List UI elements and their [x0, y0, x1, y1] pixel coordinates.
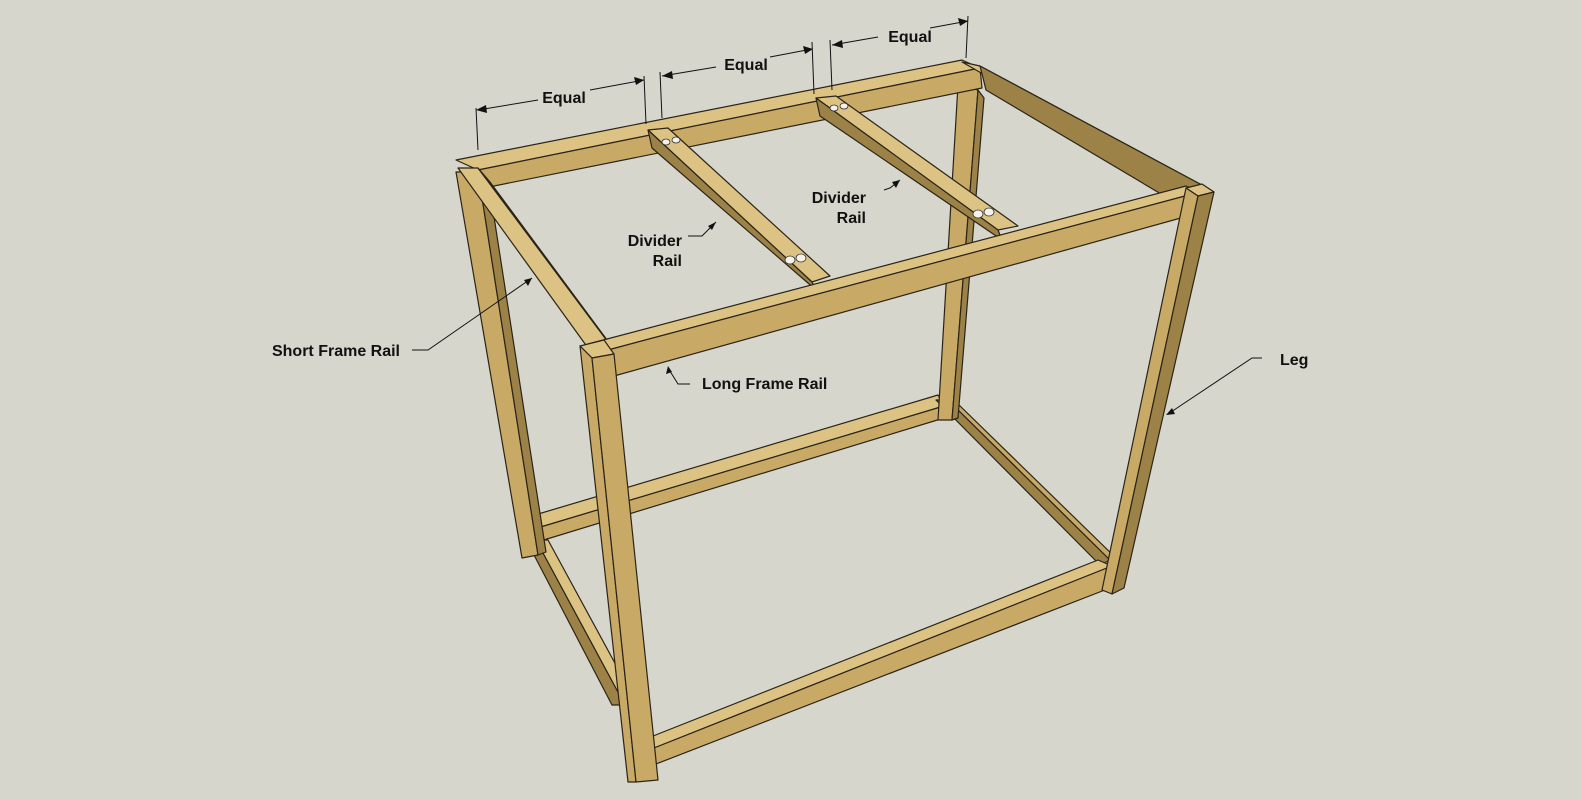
- back-bottom-long-rail: [517, 394, 945, 547]
- long-frame-rail-label: Long Frame Rail: [702, 376, 827, 393]
- divider-rail-left-label-line1: Divider: [628, 233, 682, 250]
- equal-label-1: Equal: [542, 90, 586, 107]
- equal-label-3: Equal: [888, 29, 932, 46]
- divider-rail-left: [647, 127, 831, 291]
- leg: [1101, 183, 1215, 595]
- front-left-leg: [579, 339, 659, 783]
- dimension-lines: [475, 15, 969, 151]
- divider-rail-right-label-line2: Rail: [837, 210, 866, 227]
- divider-rail-right: [815, 95, 1019, 241]
- equal-label-2: Equal: [724, 57, 768, 74]
- leg-label: Leg: [1280, 352, 1308, 369]
- right-short-frame-rail: [961, 61, 1201, 211]
- front-bottom-long-rail: [647, 559, 1113, 765]
- divider-rail-right-label-line1: Divider: [812, 190, 866, 207]
- back-left-leg: [455, 171, 547, 559]
- leader-lines: [412, 179, 1262, 415]
- long-frame-rail: [587, 185, 1201, 377]
- divider-rail-left-label-line2: Rail: [653, 253, 682, 270]
- right-bottom-short-rail: [935, 399, 1119, 566]
- short-frame-rail-label: Short Frame Rail: [272, 343, 400, 360]
